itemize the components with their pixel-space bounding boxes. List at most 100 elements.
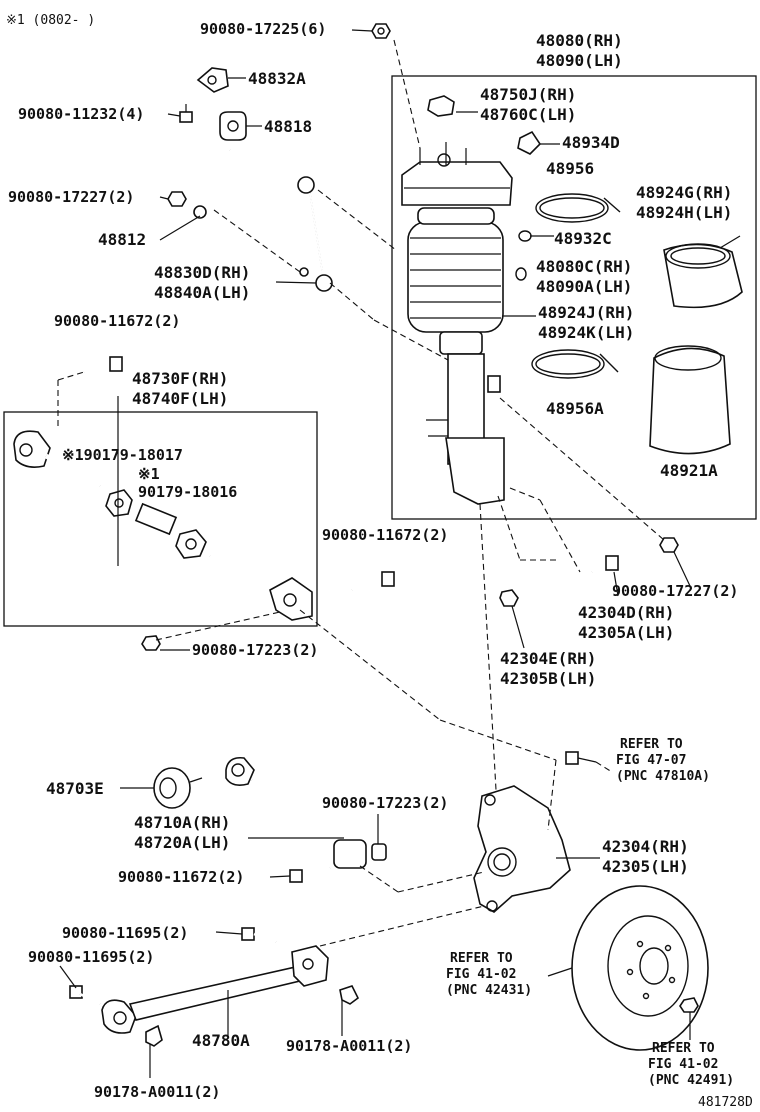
label-90080-17227-left: 90080-17227(2) [8,188,134,206]
nut-90080-17223-mid-icon[interactable] [141,635,161,651]
label-90080-11672-lower: 90080-11672(2) [118,868,244,886]
strut-assembly-frame [391,75,757,520]
toe-arm-48730f-icon[interactable] [13,430,102,489]
label-42305: 42305(LH) [602,857,689,876]
nut-90178-a0011-left-icon[interactable] [145,1024,163,1047]
label-90080-17223-mid: 90080-17223(2) [192,641,318,659]
nut-90080-17227-icon[interactable] [167,191,187,207]
carrier-42304-icon[interactable] [473,785,571,913]
lower-arm-48780a-icon[interactable] [101,945,329,1034]
label-note-1: ※1 [138,465,160,483]
cover-48924g-icon[interactable] [663,243,743,309]
label-48740f: 48740F(LH) [132,389,228,408]
toe-control-arm-frame [3,411,318,627]
label-48956: 48956 [546,159,594,178]
label-42305a: 42305A(LH) [578,623,674,642]
nut-90080-17223-lower-icon[interactable] [371,843,387,861]
bracket-48832a-icon[interactable] [196,67,229,93]
stabilizer-link-48830d-icon[interactable] [297,176,333,292]
nut-90178-a0011-right-icon[interactable] [339,985,360,1005]
nut-90179-18017-icon[interactable] [105,489,133,517]
label-ref-41-02-a-line2: FIG 41-02 [446,967,516,982]
brake-disc-42431-icon[interactable] [571,885,709,1051]
label-48921a: 48921A [660,461,718,480]
label-90080-17225: 90080-17225(6) [200,20,326,38]
label-90179-18017: ※190179-18017 [62,446,183,464]
label-90080-11232: 90080-11232(4) [18,105,144,123]
nut-90179-18016-icon[interactable] [175,529,207,559]
label-ref-47-07-line1: REFER TO [620,737,683,752]
adjuster-sleeve-icon[interactable] [134,502,178,536]
label-48703e: 48703E [46,779,104,798]
label-48830d: 48830D(RH) [154,263,250,282]
label-48956a: 48956A [546,399,604,418]
label-48080: 48080(RH) [536,31,623,50]
label-90178-a0011-right: 90178-A0011(2) [286,1037,412,1055]
boot-48921a-icon[interactable] [649,345,731,455]
note-top: ※1 (0802- ) [6,13,95,28]
label-90080-11672-upper: 90080-11672(2) [54,312,180,330]
screw-42491-icon[interactable] [679,997,699,1013]
bushing-48818-icon[interactable] [219,111,247,141]
label-90080-11695-upper: 90080-11695(2) [62,924,188,942]
clip-48934d-icon[interactable] [517,130,542,155]
assembly-dashed-lines [57,39,665,947]
stabilizer-bar-48812-icon[interactable] [193,148,277,219]
o-ring-48080c-icon[interactable] [515,267,527,281]
nut-48750j-icon[interactable] [427,95,455,117]
band-48956-icon[interactable] [535,193,621,223]
label-ref-41-02-b-line3: (PNC 42491) [648,1073,734,1088]
bolt-90080-11695-lower-icon[interactable] [69,985,101,1006]
label-48720a: 48720A(LH) [134,833,230,852]
label-48832a: 48832A [248,69,306,88]
label-48080c: 48080C(RH) [536,257,632,276]
bolt-90080-11232-icon[interactable] [179,104,193,123]
label-48090: 48090(LH) [536,51,623,70]
label-ref-41-02-b-line1: REFER TO [652,1041,715,1056]
image-code: 481728D [698,1095,753,1110]
label-ref-47-07-line2: FIG 47-07 [616,753,686,768]
label-48812: 48812 [98,230,146,249]
bolt-90080-11695-upper-icon[interactable] [241,927,277,944]
strut-top-mount-icon[interactable] [401,142,513,206]
air-spring-bellows-48924j-icon[interactable] [407,207,504,333]
o-ring-48932c-icon[interactable] [518,230,532,242]
bolt-47810a-icon[interactable] [565,751,597,765]
label-48840a: 48840A(LH) [154,283,250,302]
label-48924g: 48924G(RH) [636,183,732,202]
leader-lines [59,29,741,1078]
label-48924h: 48924H(LH) [636,203,732,222]
label-ref-41-02-a-line1: REFER TO [450,951,513,966]
toe-arm-rod-end-icon[interactable] [208,553,313,621]
label-48730f: 48730F(RH) [132,369,228,388]
label-42304: 42304(RH) [602,837,689,856]
label-48924j: 48924J(RH) [538,303,634,322]
label-48932c: 48932C [554,229,612,248]
nut-42304e-icon[interactable] [499,589,519,607]
label-ref-41-02-a-line3: (PNC 42431) [446,983,532,998]
label-48780a: 48780A [192,1031,250,1050]
label-42305b: 42305B(LH) [500,669,596,688]
label-90080-11695-lower: 90080-11695(2) [28,948,154,966]
bushing-48703e-icon[interactable] [153,767,203,809]
band-48956a-icon[interactable] [531,349,619,379]
bolt-42304d-icon[interactable] [591,555,619,574]
label-90080-17227-right: 90080-17227(2) [612,582,738,600]
shock-absorber-body-icon[interactable] [426,331,505,505]
nut-90080-17225-icon[interactable] [371,23,391,39]
label-42304d: 42304D(RH) [578,603,674,622]
label-ref-47-07-line3: (PNC 47810A) [616,769,710,784]
label-48760c: 48760C(LH) [480,105,576,124]
nut-90080-17227-right-icon[interactable] [659,537,679,553]
label-90080-11672-mid: 90080-11672(2) [322,526,448,544]
bolt-90080-11672-upper-icon[interactable] [83,356,123,374]
label-48710a: 48710A(RH) [134,813,230,832]
label-ref-41-02-b-line2: FIG 41-02 [648,1057,718,1072]
label-48090a: 48090A(LH) [536,277,632,296]
label-48750j: 48750J(RH) [480,85,576,104]
bolt-90080-11672-mid-icon[interactable] [351,571,395,592]
lower-arm-48710a-icon[interactable] [225,756,367,869]
bolt-90080-11672-lower-icon[interactable] [289,866,331,883]
label-90179-18016: 90179-18016 [138,483,237,501]
